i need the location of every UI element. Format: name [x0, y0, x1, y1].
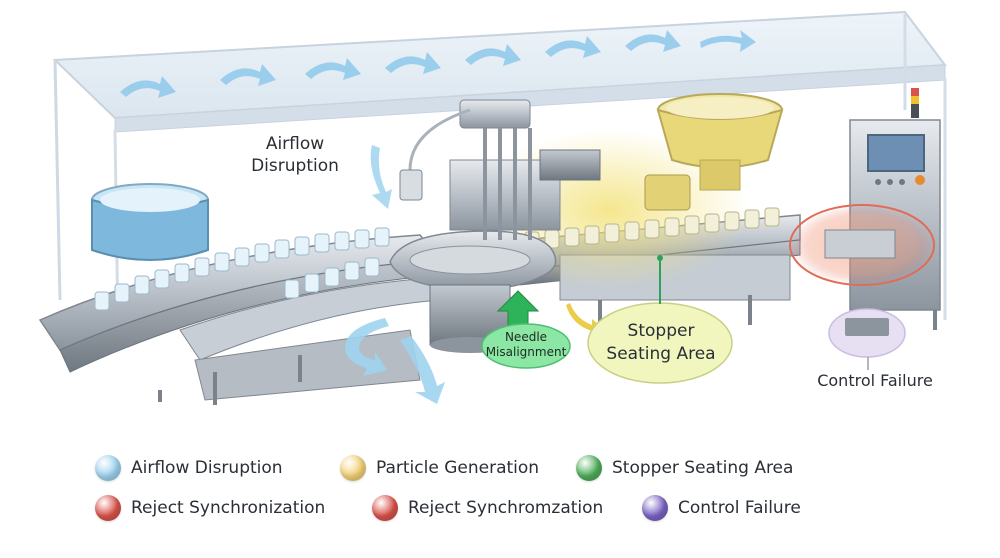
legend-item-reject-synchromzation: Reject Synchromzation [372, 495, 642, 521]
airflow-disruption-callout: Airflow Disruption [235, 133, 355, 177]
legend-label: Particle Generation [376, 458, 540, 478]
legend-label: Control Failure [678, 498, 801, 518]
legend-label: Airflow Disruption [131, 458, 283, 478]
legend-label: Reject Synchronization [131, 498, 326, 518]
legend-row-1: Airflow Disruption Particle Generation S… [95, 448, 915, 488]
airflow-callout-line2: Disruption [251, 156, 339, 176]
legend-item-airflow-disruption: Airflow Disruption [95, 455, 340, 481]
legend: Airflow Disruption Particle Generation S… [95, 448, 915, 528]
legend-swatch-icon [576, 455, 602, 481]
legend-label: Stopper Seating Area [612, 458, 794, 478]
stopper-seating-point [657, 255, 663, 261]
airflow-callout-line1: Airflow [265, 134, 325, 154]
needle-callout-line1: Needle [504, 330, 548, 344]
stopper-seating-callout: Stopper Seating Area [596, 320, 726, 366]
rotary-star-wheel [389, 230, 557, 353]
airflow-arrows [120, 30, 756, 98]
legend-swatch-icon [372, 495, 398, 521]
vials-infeed [94, 227, 390, 311]
reject-gate [824, 229, 896, 259]
needle-misalignment-callout: Needle Misalignment [482, 330, 570, 360]
legend-swatch-icon [340, 455, 366, 481]
control-failure-marker [828, 308, 906, 370]
legend-item-particle-generation: Particle Generation [340, 455, 576, 481]
airflow-disruption-arrow [370, 145, 392, 209]
control-failure-callout: Control Failure [817, 371, 933, 390]
legend-label: Reject Synchromzation [408, 498, 604, 518]
legend-swatch-icon [642, 495, 668, 521]
stopper-callout-line1: Stopper [627, 321, 695, 341]
legend-item-stopper-seating-area: Stopper Seating Area [576, 455, 793, 481]
vials-outfeed [524, 207, 780, 251]
stopper-callout-line2: Seating Area [606, 344, 716, 364]
filling-machine-illustration [38, 10, 947, 405]
legend-row-2: Reject Synchronization Reject Synchromza… [95, 488, 915, 528]
legend-swatch-icon [95, 495, 121, 521]
legend-item-reject-synchronization: Reject Synchronization [95, 495, 372, 521]
stopper-bowl [644, 93, 784, 211]
needle-callout-line2: Misalignment [485, 345, 567, 359]
airflow-downdraft-arrows [345, 318, 445, 404]
legend-swatch-icon [95, 455, 121, 481]
legend-item-control-failure: Control Failure [642, 495, 801, 521]
needle-misalignment-bubble [481, 323, 571, 369]
filling-head [399, 99, 601, 240]
infeed-hopper [91, 183, 209, 261]
